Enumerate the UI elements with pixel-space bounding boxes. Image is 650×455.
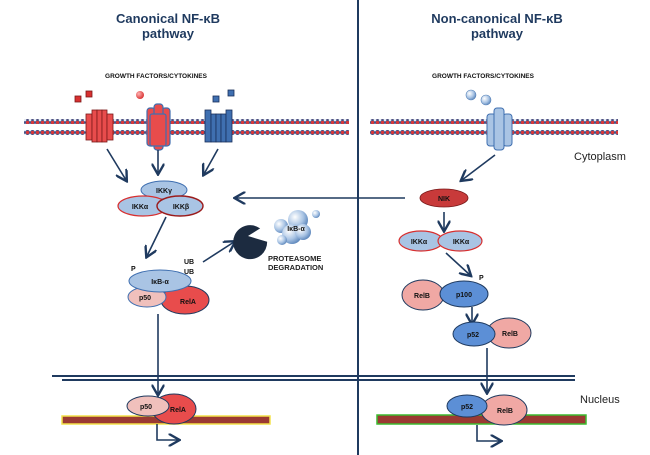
degradation-label: DEGRADATION	[268, 263, 323, 272]
cylinder-receptor	[146, 103, 171, 151]
canonical-ligand-label: GROWTH FACTORS/CYTOKINES	[105, 73, 208, 80]
ligand-square	[85, 90, 93, 98]
noncanonical-ligand-label: GROWTH FACTORS/CYTOKINES	[432, 73, 535, 80]
arrow	[106, 148, 126, 180]
degraded-ikb-bubbles	[274, 210, 320, 245]
p52-label: p52	[467, 332, 479, 339]
transcription-arrow	[476, 425, 500, 441]
p52-relb-complex	[452, 317, 532, 349]
degraded-ikb-label: IκB-α	[287, 226, 305, 233]
nuclear-p52-relb	[446, 394, 528, 426]
ikb-p50-rela-complex	[127, 269, 210, 315]
ligand-square	[227, 89, 235, 97]
arrow	[147, 216, 167, 256]
ligand-square	[212, 95, 220, 103]
noncanonical-receptor	[486, 107, 513, 151]
dna-noncanonical	[376, 414, 587, 425]
relb-label: RelB	[497, 408, 513, 415]
ligand-ball	[136, 91, 144, 99]
p50-label: p50	[140, 404, 152, 411]
relb-p100-complex	[401, 279, 489, 311]
transcription-arrow	[156, 424, 178, 440]
phospho-label: P	[479, 275, 484, 282]
arrow	[462, 154, 496, 180]
arrow	[445, 252, 470, 275]
nik-label: NIK	[438, 196, 450, 203]
proteasome-icon	[233, 225, 268, 260]
arrow	[202, 242, 234, 263]
ubiquitin-label: UB	[184, 269, 194, 276]
nik	[419, 188, 469, 208]
ikk-complex	[117, 180, 204, 217]
canonical-title: Canonical NF-κB	[116, 11, 220, 26]
ligand-square	[74, 95, 82, 103]
ligand-ball	[480, 94, 492, 106]
ikk-beta-label: IKKβ	[173, 204, 190, 211]
ikk-alpha-label: IKKα	[411, 239, 428, 246]
nucleus-label: Nucleus	[580, 394, 620, 406]
ikb-alpha-label: IκB-α	[151, 279, 169, 286]
ikk-alpha-dimer	[398, 230, 483, 252]
ikk-alpha-label: IKKα	[132, 204, 149, 211]
blue-receptor	[204, 109, 233, 143]
nuclear-p50-rela	[126, 393, 197, 425]
ikk-gamma-label: IKKγ	[156, 188, 172, 195]
canonical-title-line2: pathway	[142, 26, 195, 41]
relb-label: RelB	[414, 293, 430, 300]
noncanonical-title: Non-canonical NF-κB	[431, 11, 562, 26]
noncanonical-title-line2: pathway	[471, 26, 524, 41]
ubiquitin-label: UB	[184, 259, 194, 266]
arrow	[204, 148, 219, 174]
relb-label: RelB	[502, 331, 518, 338]
ikk-alpha-label: IKKα	[453, 239, 470, 246]
ligand-ball	[465, 89, 477, 101]
rela-label: RelA	[170, 407, 186, 414]
canonical-membrane	[24, 119, 349, 135]
p100-label: p100	[456, 292, 472, 299]
p52-label: p52	[461, 404, 473, 411]
phospho-label: P	[131, 266, 136, 273]
p50-label: p50	[139, 295, 151, 302]
cytoplasm-label: Cytoplasm	[574, 151, 626, 163]
proteasome-label: PROTEASOME	[268, 254, 321, 263]
rela-label: RelA	[180, 299, 196, 306]
red-receptor	[85, 109, 114, 143]
